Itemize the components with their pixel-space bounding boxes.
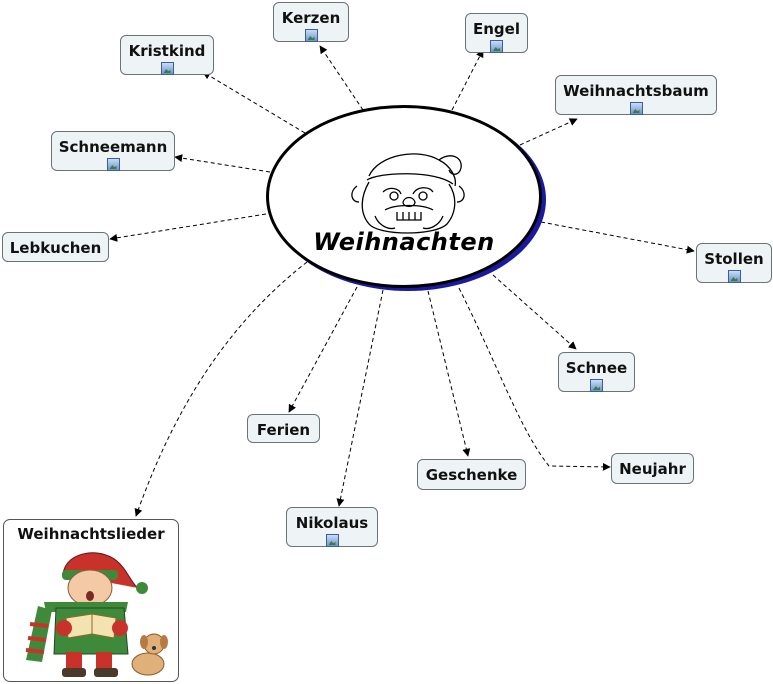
node-weihnachtsbaum[interactable]: Weihnachtsbaum [555,75,717,115]
node-weihnachtslieder-label: Weihnachtslieder [4,525,178,543]
caroling-child-with-dog-icon [8,544,174,678]
image-icon[interactable] [590,379,603,392]
santa-face-icon [339,146,475,236]
node-schneemann[interactable]: Schneemann [51,131,175,171]
node-engel[interactable]: Engel [465,13,528,53]
edge-weihnachtsbaum [520,119,577,145]
edge-engel [452,50,483,110]
node-kristkind[interactable]: Kristkind [120,35,214,75]
node-schneemann-label: Schneemann [52,138,174,156]
edge-schneemann [175,157,270,172]
edge-kristkind [203,72,305,133]
node-lebkuchen-label: Lebkuchen [3,239,108,257]
edge-geschenke [428,291,468,456]
node-engel-label: Engel [466,20,527,38]
center-node-weihnachten[interactable]: Weihnachten [266,105,542,288]
edge-schnee [493,275,576,349]
image-icon[interactable] [107,158,120,171]
center-node-title: Weihnachten [269,228,539,256]
image-icon[interactable] [305,29,318,42]
node-geschenke[interactable]: Geschenke [417,459,526,490]
edge-stollen [541,222,694,251]
node-kristkind-label: Kristkind [121,42,213,60]
node-ferien-label: Ferien [248,421,319,439]
node-schnee[interactable]: Schnee [558,352,635,392]
node-ferien[interactable]: Ferien [247,414,320,443]
edge-ferien [289,287,357,412]
image-icon[interactable] [490,40,503,53]
node-geschenke-label: Geschenke [418,466,525,484]
image-icon[interactable] [728,270,741,283]
node-nikolaus-label: Nikolaus [287,514,377,532]
node-schnee-label: Schnee [559,359,634,377]
edge-kerzen [320,46,363,110]
node-neujahr[interactable]: Neujahr [611,453,694,484]
image-icon[interactable] [161,62,174,75]
node-weihnachtslieder[interactable]: Weihnachtslieder [3,519,179,682]
image-icon[interactable] [326,534,339,547]
edge-lebkuchen [110,214,266,239]
node-kerzen-label: Kerzen [274,9,348,27]
node-stollen[interactable]: Stollen [696,243,772,283]
image-icon[interactable] [630,102,643,115]
node-kerzen[interactable]: Kerzen [273,2,349,42]
edge-weihnachtslieder [136,262,307,516]
node-lebkuchen[interactable]: Lebkuchen [2,232,109,262]
node-neujahr-label: Neujahr [612,460,693,478]
node-nikolaus[interactable]: Nikolaus [286,507,378,547]
edge-nikolaus [339,290,383,506]
node-stollen-label: Stollen [697,250,771,268]
node-weihnachtsbaum-label: Weihnachtsbaum [556,82,716,100]
